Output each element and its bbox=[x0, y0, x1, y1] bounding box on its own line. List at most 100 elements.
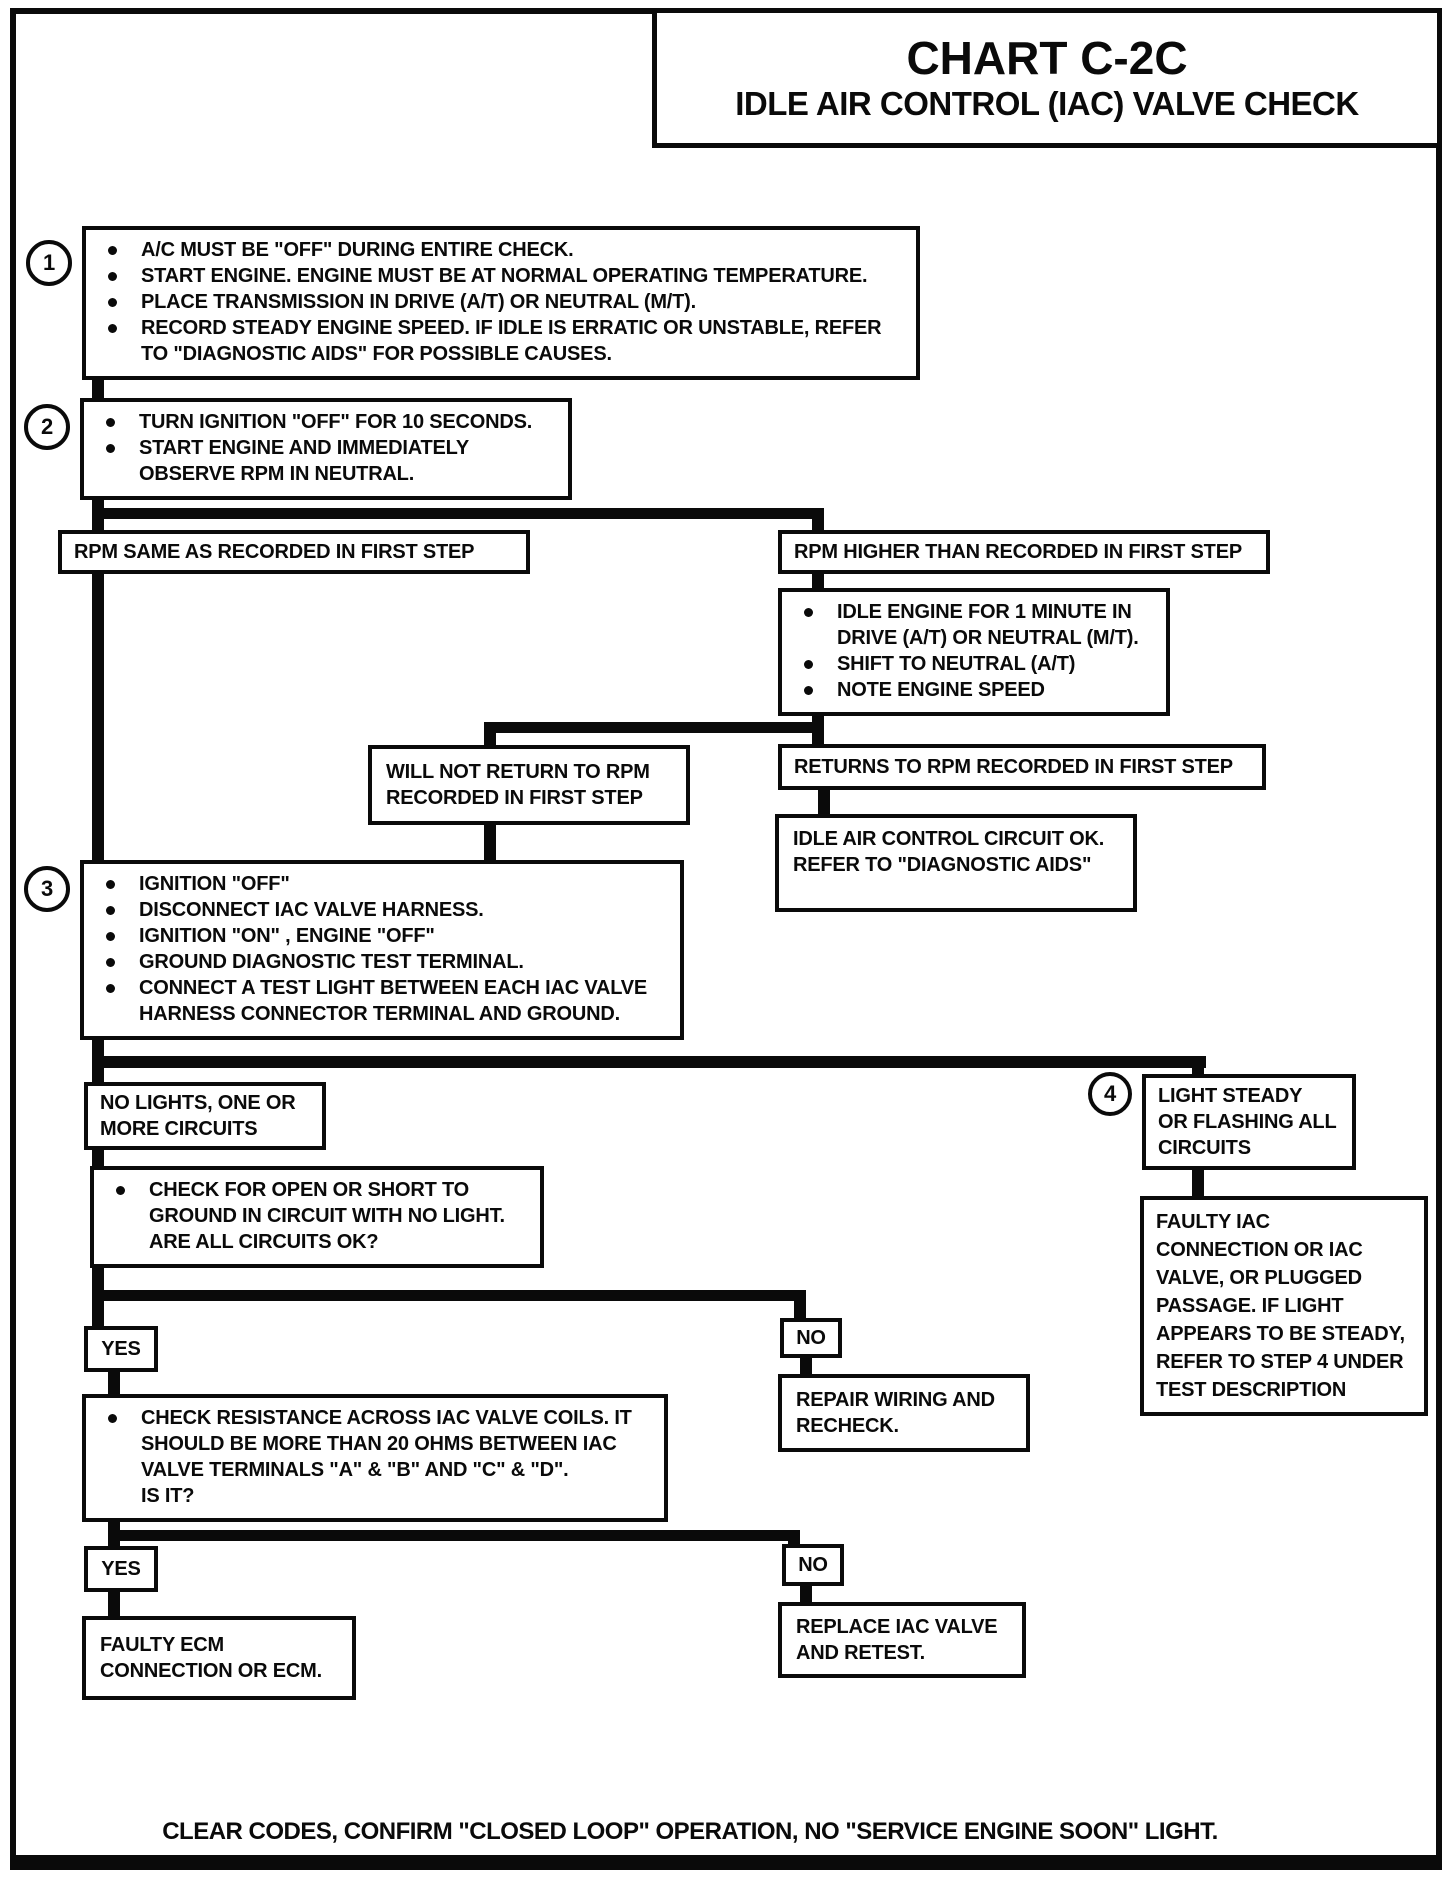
check-open-short-box: CHECK FOR OPEN OR SHORT TO GROUND IN CIR… bbox=[90, 1166, 544, 1268]
bullet-icon bbox=[804, 660, 813, 669]
step1-bullet-row: START ENGINE. ENGINE MUST BE AT NORMAL O… bbox=[94, 263, 904, 289]
branch-returns-label: RETURNS TO RPM RECORDED IN FIRST STEP bbox=[794, 756, 1233, 778]
bullet-icon bbox=[106, 958, 115, 967]
decision1-yes-box: YES bbox=[84, 1326, 158, 1372]
bullet-icon bbox=[106, 880, 115, 889]
repair-wiring-text: REPAIR WIRING AND RECHECK. bbox=[796, 1389, 995, 1437]
step3-bullet-1: IGNITION "OFF" bbox=[139, 873, 290, 895]
branch-will-not-return-label: WILL NOT RETURN TO RPM RECORDED IN FIRST… bbox=[386, 761, 650, 809]
faulty-ecm-text: FAULTY ECM CONNECTION OR ECM. bbox=[100, 1634, 322, 1682]
step3-bullet-2: DISCONNECT IAC VALVE HARNESS. bbox=[139, 899, 484, 921]
branch-no-lights-box: NO LIGHTS, ONE OR MORE CIRCUITS bbox=[84, 1082, 326, 1150]
idle-engine-bullet-3: NOTE ENGINE SPEED bbox=[837, 679, 1045, 701]
footer-note: CLEAR CODES, CONFIRM "CLOSED LOOP" OPERA… bbox=[162, 1818, 1218, 1845]
step3-bullet-row: DISCONNECT IAC VALVE HARNESS. bbox=[92, 897, 668, 923]
connector-bar-return bbox=[484, 722, 824, 733]
step2-bullet-row: START ENGINE AND IMMEDIATELY OBSERVE RPM… bbox=[92, 435, 556, 487]
bullet-icon bbox=[108, 246, 117, 255]
decision2-yes-label: YES bbox=[101, 1558, 141, 1580]
step3-box: IGNITION "OFF" DISCONNECT IAC VALVE HARN… bbox=[80, 860, 684, 1040]
step1-bullet-2: START ENGINE. ENGINE MUST BE AT NORMAL O… bbox=[141, 265, 868, 287]
bullet-icon bbox=[106, 906, 115, 915]
bullet-icon bbox=[108, 272, 117, 281]
connector-rpm-higher-idle bbox=[812, 570, 824, 592]
step3-bullet-4: GROUND DIAGNOSTIC TEST TERMINAL. bbox=[139, 951, 524, 973]
connector-bar-decision2 bbox=[108, 1530, 800, 1541]
light-steady-box: LIGHT STEADY OR FLASHING ALL CIRCUITS bbox=[1142, 1074, 1356, 1170]
bullet-icon bbox=[106, 444, 115, 453]
bullet-icon bbox=[108, 324, 117, 333]
branch-no-lights-label: NO LIGHTS, ONE OR MORE CIRCUITS bbox=[100, 1092, 296, 1140]
step3-bullet-row: IGNITION "ON" , ENGINE "OFF" bbox=[92, 923, 668, 949]
connector-no-lights-check-open bbox=[92, 1146, 104, 1170]
chart-subtitle: IDLE AIR CONTROL (IAC) VALVE CHECK bbox=[735, 85, 1359, 122]
step1-bullet-row: PLACE TRANSMISSION IN DRIVE (A/T) OR NEU… bbox=[94, 289, 904, 315]
idle-engine-bullet-row: NOTE ENGINE SPEED bbox=[790, 677, 1154, 703]
iac-circuit-ok-text: IDLE AIR CONTROL CIRCUIT OK. REFER TO "D… bbox=[793, 828, 1105, 876]
connector-returns-iac-ok bbox=[818, 786, 830, 818]
step2-box: TURN IGNITION "OFF" FOR 10 SECONDS. STAR… bbox=[80, 398, 572, 500]
connector-spine-rpm-same-step3 bbox=[92, 570, 104, 868]
branch-rpm-higher-label: RPM HIGHER THAN RECORDED IN FIRST STEP bbox=[794, 541, 1242, 563]
decision1-no-box: NO bbox=[780, 1318, 842, 1358]
step2-number-badge: 2 bbox=[24, 404, 70, 450]
step2-bullet-1: TURN IGNITION "OFF" FOR 10 SECONDS. bbox=[139, 411, 533, 433]
step3-bullet-5: CONNECT A TEST LIGHT BETWEEN EACH IAC VA… bbox=[139, 977, 648, 1025]
bullet-icon bbox=[804, 608, 813, 617]
check-resistance-text: CHECK RESISTANCE ACROSS IAC VALVE COILS.… bbox=[141, 1407, 632, 1507]
idle-engine-bullet-row: IDLE ENGINE FOR 1 MINUTE IN DRIVE (A/T) … bbox=[790, 599, 1154, 651]
step2-bullet-2: START ENGINE AND IMMEDIATELY OBSERVE RPM… bbox=[139, 437, 469, 485]
connector-will-not-return-step3 bbox=[484, 818, 496, 866]
bullet-icon bbox=[106, 932, 115, 941]
step3-bullet-row: CONNECT A TEST LIGHT BETWEEN EACH IAC VA… bbox=[92, 975, 668, 1027]
repair-wiring-box: REPAIR WIRING AND RECHECK. bbox=[778, 1374, 1030, 1452]
decision1-yes-label: YES bbox=[101, 1338, 141, 1360]
branch-returns-box: RETURNS TO RPM RECORDED IN FIRST STEP bbox=[778, 744, 1266, 790]
replace-iac-text: REPLACE IAC VALVE AND RETEST. bbox=[796, 1616, 998, 1664]
check-resistance-bullet-row: CHECK RESISTANCE ACROSS IAC VALVE COILS.… bbox=[94, 1405, 652, 1509]
connector-light-steady-faulty-iac bbox=[1192, 1166, 1204, 1200]
light-steady-label: LIGHT STEADY OR FLASHING ALL CIRCUITS bbox=[1158, 1085, 1337, 1159]
connector-bar-rpm bbox=[92, 508, 824, 519]
iac-circuit-ok-box: IDLE AIR CONTROL CIRCUIT OK. REFER TO "D… bbox=[775, 814, 1137, 912]
step1-bullet-1: A/C MUST BE "OFF" DURING ENTIRE CHECK. bbox=[141, 239, 574, 261]
bullet-icon bbox=[804, 686, 813, 695]
check-open-text: CHECK FOR OPEN OR SHORT TO GROUND IN CIR… bbox=[149, 1179, 505, 1253]
decision2-no-box: NO bbox=[782, 1544, 844, 1586]
step1-bullet-4: RECORD STEADY ENGINE SPEED. IF IDLE IS E… bbox=[141, 317, 882, 365]
chart-title-box: CHART C-2C IDLE AIR CONTROL (IAC) VALVE … bbox=[652, 8, 1442, 148]
step4-number-badge: 4 bbox=[1088, 1072, 1132, 1116]
connector-bar-decision1 bbox=[92, 1290, 806, 1301]
faulty-iac-box: FAULTY IAC CONNECTION OR IAC VALVE, OR P… bbox=[1140, 1196, 1428, 1416]
connector-drop-no2 bbox=[788, 1530, 800, 1544]
check-resistance-box: CHECK RESISTANCE ACROSS IAC VALVE COILS.… bbox=[82, 1394, 668, 1522]
decision2-no-label: NO bbox=[798, 1554, 828, 1576]
branch-rpm-same-label: RPM SAME AS RECORDED IN FIRST STEP bbox=[74, 541, 475, 563]
connector-yes2-faulty-ecm bbox=[108, 1588, 120, 1616]
chart-title: CHART C-2C bbox=[906, 32, 1188, 84]
step3-bullet-3: IGNITION "ON" , ENGINE "OFF" bbox=[139, 925, 435, 947]
idle-engine-bullet-2: SHIFT TO NEUTRAL (A/T) bbox=[837, 653, 1076, 675]
connector-drop-rpm-higher bbox=[812, 508, 824, 534]
bullet-icon bbox=[108, 1414, 117, 1423]
step2-bullet-row: TURN IGNITION "OFF" FOR 10 SECONDS. bbox=[92, 409, 556, 435]
check-open-bullet-row: CHECK FOR OPEN OR SHORT TO GROUND IN CIR… bbox=[102, 1177, 528, 1255]
decision2-yes-box: YES bbox=[84, 1546, 158, 1592]
decision1-no-label: NO bbox=[796, 1327, 826, 1349]
step1-bullet-row: A/C MUST BE "OFF" DURING ENTIRE CHECK. bbox=[94, 237, 904, 263]
step1-box: A/C MUST BE "OFF" DURING ENTIRE CHECK. S… bbox=[82, 226, 920, 380]
bullet-icon bbox=[116, 1186, 125, 1195]
step3-bullet-row: GROUND DIAGNOSTIC TEST TERMINAL. bbox=[92, 949, 668, 975]
branch-rpm-higher-box: RPM HIGHER THAN RECORDED IN FIRST STEP bbox=[778, 530, 1270, 574]
idle-engine-bullet-row: SHIFT TO NEUTRAL (A/T) bbox=[790, 651, 1154, 677]
connector-bar-lights bbox=[92, 1056, 1206, 1068]
bullet-icon bbox=[106, 984, 115, 993]
connector-drop-no1 bbox=[794, 1290, 806, 1318]
branch-will-not-return-box: WILL NOT RETURN TO RPM RECORDED IN FIRST… bbox=[368, 745, 690, 825]
idle-engine-bullet-1: IDLE ENGINE FOR 1 MINUTE IN DRIVE (A/T) … bbox=[837, 601, 1139, 649]
idle-engine-box: IDLE ENGINE FOR 1 MINUTE IN DRIVE (A/T) … bbox=[778, 588, 1170, 716]
faulty-iac-text: FAULTY IAC CONNECTION OR IAC VALVE, OR P… bbox=[1156, 1211, 1405, 1401]
branch-rpm-same-box: RPM SAME AS RECORDED IN FIRST STEP bbox=[58, 530, 530, 574]
connector-yes1-check-resistance bbox=[108, 1368, 120, 1394]
